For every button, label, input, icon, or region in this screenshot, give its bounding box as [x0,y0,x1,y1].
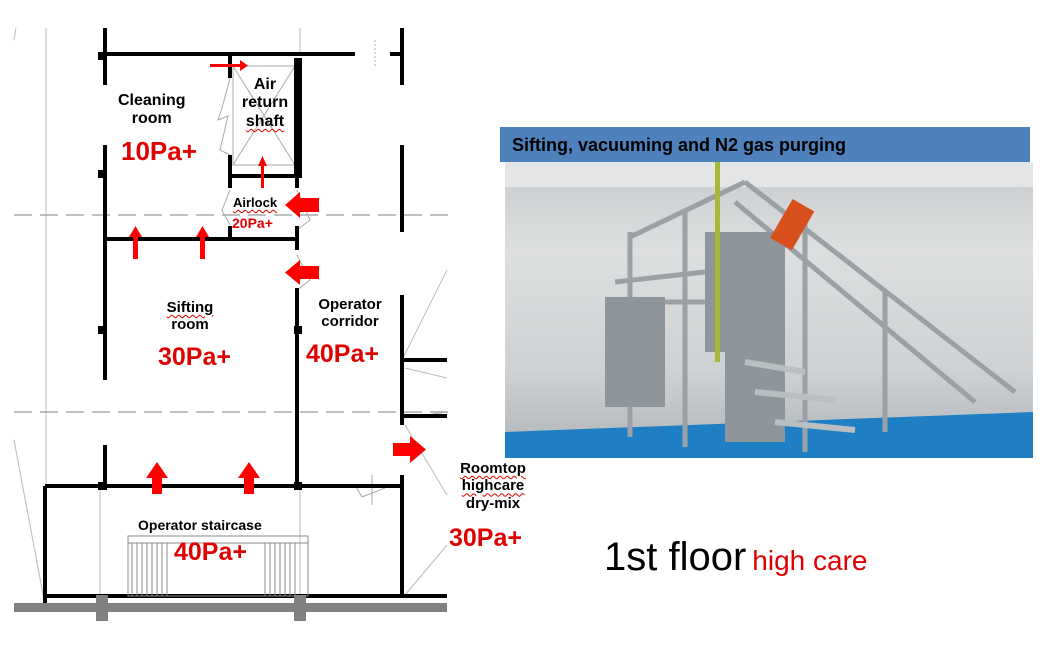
shaft-name-2: return [241,94,289,112]
operator-corridor-label: Operator corridor [310,296,390,331]
airlock-label: Airlock [233,195,278,210]
cleaning-room-name-2: room [131,110,172,128]
arrow-left-into-sifting [285,260,319,285]
roomtop-name-2: highcare [461,477,525,495]
airlock-pressure: 20Pa+ [232,215,273,231]
arrow-up-into-sifting-2 [238,462,260,494]
roomtop-pressure: 30Pa+ [449,524,522,552]
arrow-left-into-airlock [285,192,319,218]
arrow-right-into-shaft [210,60,248,71]
equipment-illustration [505,162,1033,458]
cleaning-room-label: Cleaning room [118,92,186,129]
arrow-up-into-sifting-1 [146,462,168,494]
slide-title-sub: high care [752,545,868,576]
corridor-name-1: Operator [318,296,382,313]
cleaning-room-name-1: Cleaning [118,92,186,109]
operator-corridor-pressure: 40Pa+ [306,340,379,368]
cleaning-room-pressure: 10Pa+ [121,136,197,166]
sifting-room-pressure: 30Pa+ [158,343,231,371]
photo-caption: Sifting, vacuuming and N2 gas purging [500,127,1030,162]
roomtop-label: Roomtop highcare dry-mix [450,460,536,512]
sifting-room-name-2: room [171,316,209,334]
sifting-room-label: Sifting room [162,299,218,334]
ground-beam [14,595,447,621]
corridor-name-2: corridor [321,313,379,331]
airflow-arrows [129,60,426,494]
dashed-axis-lines [14,214,448,413]
roomtop-name-1: Roomtop [460,460,526,477]
shaft-name-3: shaft [245,112,285,130]
operator-staircase-pressure: 40Pa+ [174,538,247,566]
shaft-thick-wall [294,58,302,178]
sifting-equipment-photo [505,162,1033,458]
arrow-up-into-shaft [258,156,267,188]
operator-staircase-label: Operator staircase [138,517,262,533]
stairs [127,535,309,597]
air-return-shaft-label: Air return shaft [240,76,290,131]
columns [98,52,302,490]
slide-title-main: 1st floor [604,535,747,579]
arrow-right-to-roomtop [393,436,426,463]
roomtop-name-3: dry-mix [465,494,521,512]
arrow-up-to-cleaning-2 [196,226,209,259]
arrow-up-to-cleaning-1 [129,226,142,259]
sifting-room-name-1: Sifting [166,299,214,316]
shaft-name-1: Air [253,76,277,93]
